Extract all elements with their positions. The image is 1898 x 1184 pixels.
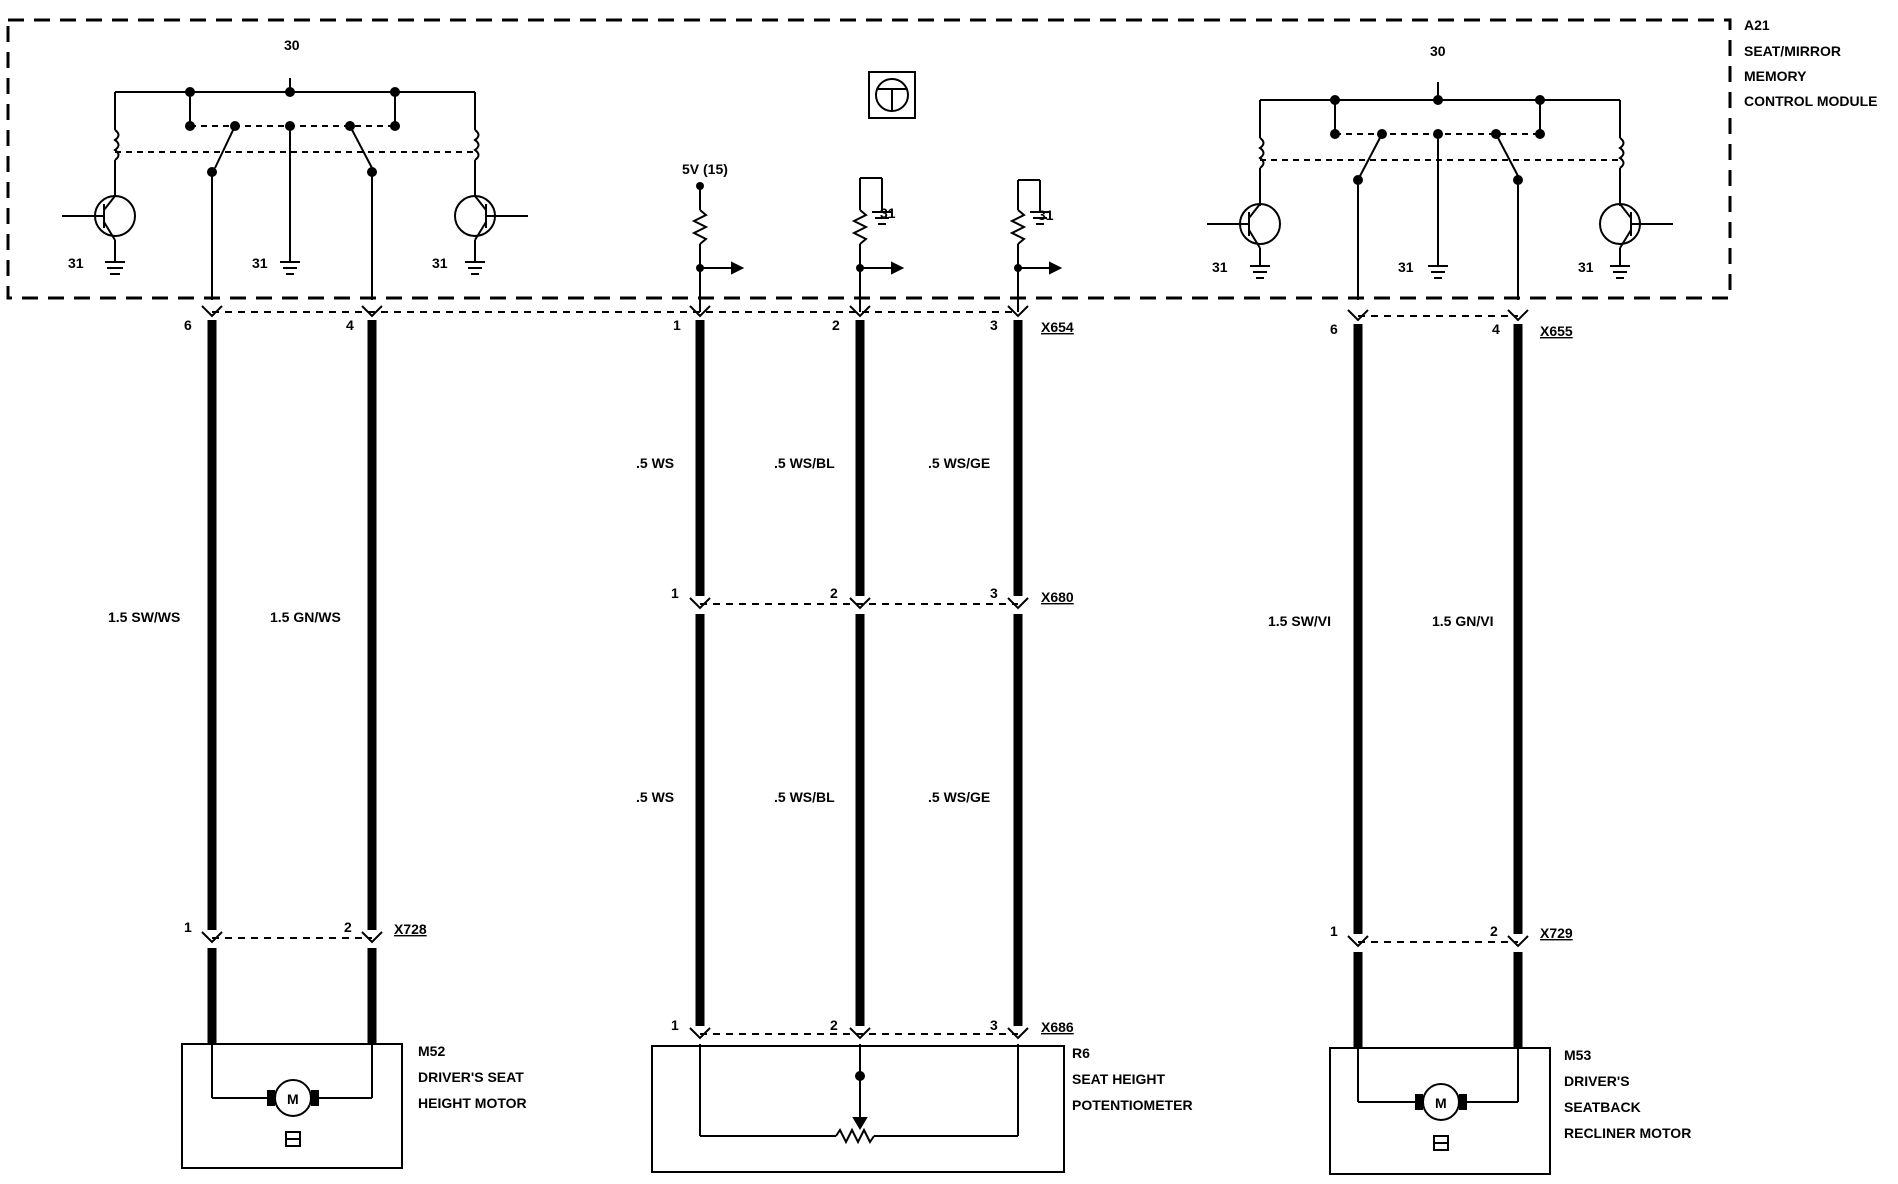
module-name-line1: SEAT/MIRROR xyxy=(1744,43,1841,59)
steering-wheel-icon xyxy=(868,71,916,119)
pin-number: 4 xyxy=(1492,321,1500,337)
motor-glyph: M xyxy=(287,1091,299,1107)
ground-label: 31 xyxy=(252,255,268,271)
supply-label-left: 30 xyxy=(284,37,300,53)
sensor-circuit xyxy=(691,177,1063,312)
ground-label: 31 xyxy=(1578,259,1594,275)
component-name: DRIVER'S SEAT xyxy=(418,1069,524,1085)
pin-number: 2 xyxy=(830,585,838,601)
relay-circuit-right xyxy=(1207,82,1673,300)
pin-number: 3 xyxy=(990,585,998,601)
motor-m53 xyxy=(1329,1047,1551,1175)
module-name-line2: MEMORY xyxy=(1744,68,1807,84)
ground-label: 31 xyxy=(1212,259,1228,275)
connector-label: X654 xyxy=(1041,319,1074,335)
pin-number: 2 xyxy=(830,1017,838,1033)
module-boundary xyxy=(6,18,1732,300)
wire-label: .5 WS/BL xyxy=(774,455,835,471)
wire-label: 1.5 SW/WS xyxy=(108,609,180,625)
connector-label: X686 xyxy=(1041,1019,1074,1035)
connector-lines xyxy=(212,311,1518,1035)
ground-icon xyxy=(1250,265,1270,279)
wire-label: 1.5 SW/VI xyxy=(1268,613,1331,629)
connector-terminals xyxy=(201,305,1529,1040)
connector-label: X729 xyxy=(1540,925,1573,941)
component-name: RECLINER MOTOR xyxy=(1564,1125,1691,1141)
connector-label: X655 xyxy=(1540,323,1573,339)
connector-label: X728 xyxy=(394,921,427,937)
ground-icon xyxy=(465,261,485,275)
relay-left-nodes xyxy=(185,87,400,177)
ground-label: 31 xyxy=(1038,207,1054,223)
wire-label: .5 WS/GE xyxy=(928,789,990,805)
pin-number: 1 xyxy=(671,1017,679,1033)
ground-label: 31 xyxy=(1398,259,1414,275)
component-name: SEAT HEIGHT xyxy=(1072,1071,1166,1087)
ground-icon xyxy=(872,211,892,225)
motor-m52 xyxy=(181,1043,403,1169)
component-name: HEIGHT MOTOR xyxy=(418,1095,527,1111)
ground-label: 31 xyxy=(68,255,84,271)
wire-label: .5 WS xyxy=(636,789,674,805)
pin-number: 3 xyxy=(990,317,998,333)
module-id: A21 xyxy=(1744,17,1770,33)
pin-number: 1 xyxy=(673,317,681,333)
component-id: R6 xyxy=(1072,1045,1090,1061)
wiper-node xyxy=(855,1071,865,1081)
relay-circuit-left xyxy=(62,78,528,300)
motor-glyph: M xyxy=(1435,1095,1447,1111)
component-name: POTENTIOMETER xyxy=(1072,1097,1193,1113)
component-name: SEATBACK xyxy=(1564,1099,1641,1115)
pin-number: 6 xyxy=(184,317,192,333)
relay-right-nodes xyxy=(1330,95,1545,185)
sensor-nodes xyxy=(696,182,1022,272)
ground-label: 31 xyxy=(880,205,896,221)
pin-number: 2 xyxy=(344,919,352,935)
wire-label: .5 WS/GE xyxy=(928,455,990,471)
connector-label: X680 xyxy=(1041,589,1074,605)
component-id: M52 xyxy=(418,1043,445,1059)
ref-voltage-label: 5V (15) xyxy=(682,161,728,177)
pin-number: 6 xyxy=(1330,321,1338,337)
ground-label: 31 xyxy=(432,255,448,271)
harness-wires xyxy=(207,320,1523,1048)
ground-icon xyxy=(1030,211,1050,225)
wire-label: .5 WS xyxy=(636,455,674,471)
pin-number: 1 xyxy=(671,585,679,601)
ground-icon xyxy=(105,261,125,275)
component-name: DRIVER'S xyxy=(1564,1073,1630,1089)
wire-label: .5 WS/BL xyxy=(774,789,835,805)
ground-icon xyxy=(1428,265,1448,279)
pin-number: 2 xyxy=(1490,923,1498,939)
ground-icon xyxy=(1610,265,1630,279)
supply-label-right: 30 xyxy=(1430,43,1446,59)
wire-label: 1.5 GN/VI xyxy=(1432,613,1493,629)
potentiometer-r6 xyxy=(651,1044,1065,1173)
module-name-line3: CONTROL MODULE xyxy=(1744,93,1878,109)
pin-number: 1 xyxy=(184,919,192,935)
pin-number: 4 xyxy=(346,317,354,333)
pin-number: 1 xyxy=(1330,923,1338,939)
wire-label: 1.5 GN/WS xyxy=(270,609,341,625)
ground-icon xyxy=(280,261,300,275)
pin-number: 3 xyxy=(990,1017,998,1033)
component-id: M53 xyxy=(1564,1047,1591,1063)
pin-number: 2 xyxy=(832,317,840,333)
